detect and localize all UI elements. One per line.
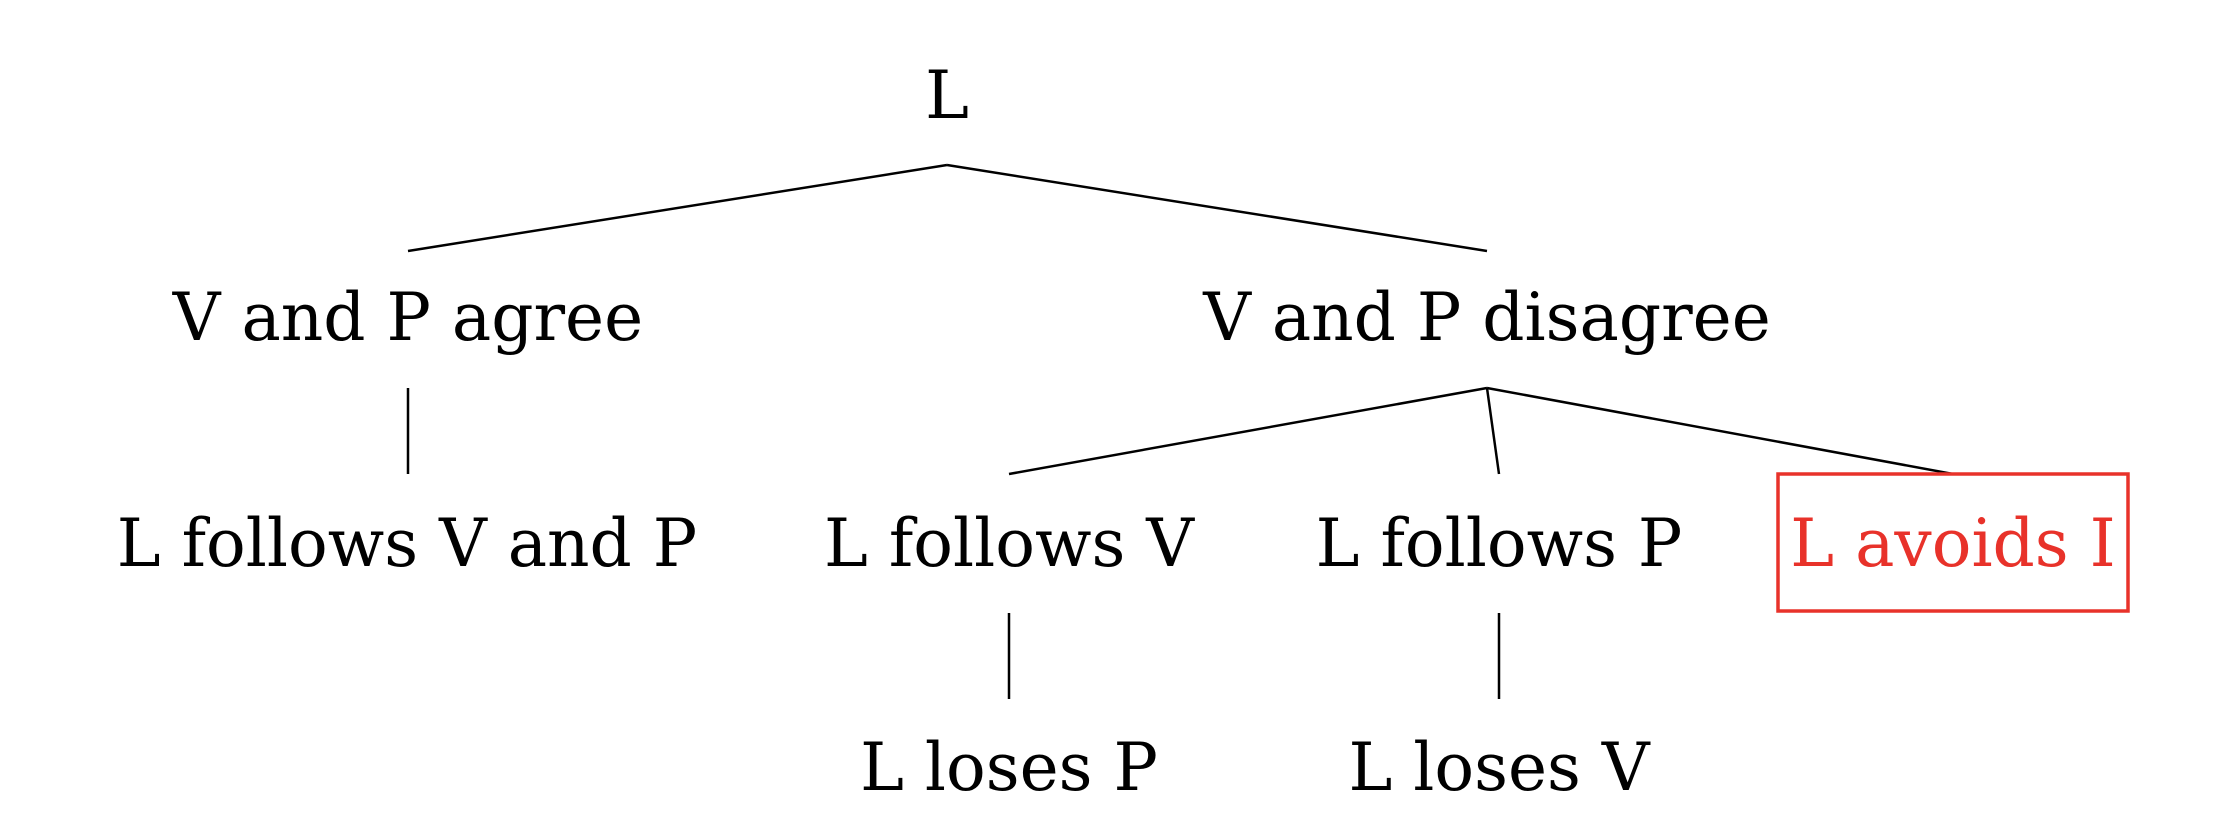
node-avoids-i: L avoids I bbox=[1790, 505, 2115, 582]
node-agree: V and P agree bbox=[172, 279, 643, 356]
node-follows-p: L follows P bbox=[1316, 505, 1683, 582]
node-disagree: V and P disagree bbox=[1202, 279, 1771, 356]
edge-root-disagree bbox=[946, 163, 1488, 253]
node-loses-v: L loses V bbox=[1348, 729, 1650, 806]
edge-disagree-follows-p bbox=[1485, 387, 1501, 475]
node-loses-p: L loses P bbox=[860, 729, 1158, 806]
highlight-box bbox=[1776, 472, 2130, 613]
edge-root-agree bbox=[407, 163, 948, 253]
edge-disagree-follows-v bbox=[1008, 386, 1488, 476]
node-follows-v: L follows V bbox=[824, 505, 1195, 582]
node-follows-both: L follows V and P bbox=[117, 505, 697, 582]
node-root: L bbox=[925, 57, 969, 134]
edge-disagree-avoids-i bbox=[1486, 386, 1954, 476]
